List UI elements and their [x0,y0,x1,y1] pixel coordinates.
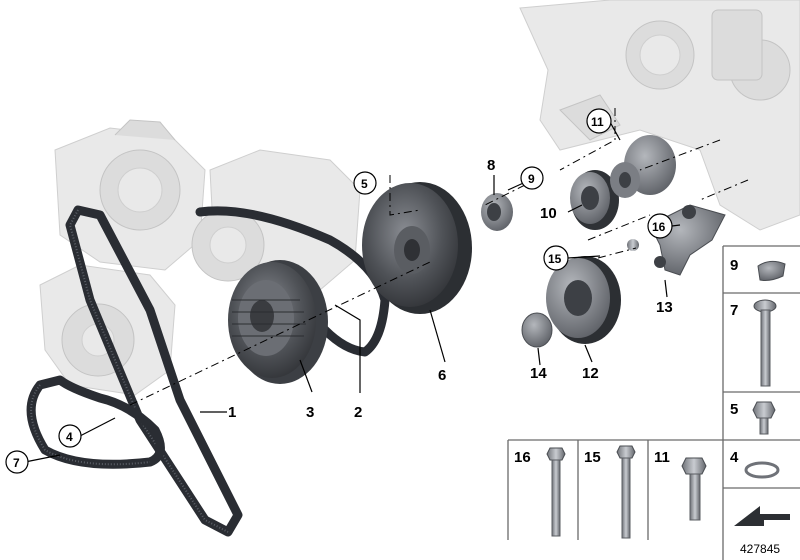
legend-cell-5: 5 [730,401,776,435]
bracket-part-13 [627,204,726,276]
legend-label-4: 4 [730,449,739,466]
callout-7: 7 [13,456,20,470]
callout-16: 16 [652,220,666,234]
legend-label-11: 11 [654,449,670,466]
callout-9: 9 [528,172,535,186]
pulley-part-3 [228,260,328,384]
legend-cell-15: 15 [584,445,636,539]
callout-3: 3 [306,404,314,421]
legend-label-9: 9 [730,257,738,274]
callout-11: 11 [591,115,604,129]
callout-10: 10 [540,205,557,222]
legend-grid [507,245,800,560]
callout-15: 15 [548,252,562,266]
legend-label-7: 7 [730,302,738,319]
legend-cell-11: 11 [654,449,707,521]
callout-circle-4 [58,424,82,448]
legend-cell-9: 9 [730,257,786,281]
callout-13: 13 [656,299,673,316]
callout-circle-9 [520,166,544,190]
legend-cell-16: 16 [514,447,566,537]
idler-part-10 [570,170,619,230]
legend-label-15: 15 [584,449,601,466]
callout-1: 1 [228,404,236,421]
callout-14: 14 [530,365,547,382]
legend-label-5: 5 [730,401,738,418]
callout-4: 4 [66,430,73,444]
legend-label-16: 16 [514,449,531,466]
callout-12: 12 [582,365,599,382]
legend-cell-7: 7 [730,299,777,387]
callout-2: 2 [354,404,362,421]
direction-arrow-icon [724,492,798,536]
callout-8: 8 [487,157,495,174]
idler-part-12 [546,256,621,344]
callout-circle-15 [543,245,569,271]
diagram-number: 427845 [740,542,780,556]
alignment-lines [129,108,749,406]
engine-block-ghost [519,0,800,231]
pulley-part-6 [362,182,472,314]
callout-5: 5 [361,177,368,191]
callout-6: 6 [438,367,446,384]
drive-belt-small [26,375,165,469]
callout-circle-16 [647,213,673,239]
alternator-ghost [54,119,206,271]
callout-circle-7 [5,450,29,474]
drive-belt-main [65,205,243,537]
callout-circle-5 [353,171,377,195]
cap-part-14 [521,312,553,348]
leader-lines [24,121,681,463]
callout-circle-11 [586,108,612,134]
callout-labels: 1 2 3 4 5 6 7 8 9 10 11 12 13 14 15 16 [5,108,673,474]
tensioner-part-11 [610,135,676,198]
legend-cell-4: 4 [730,449,780,479]
